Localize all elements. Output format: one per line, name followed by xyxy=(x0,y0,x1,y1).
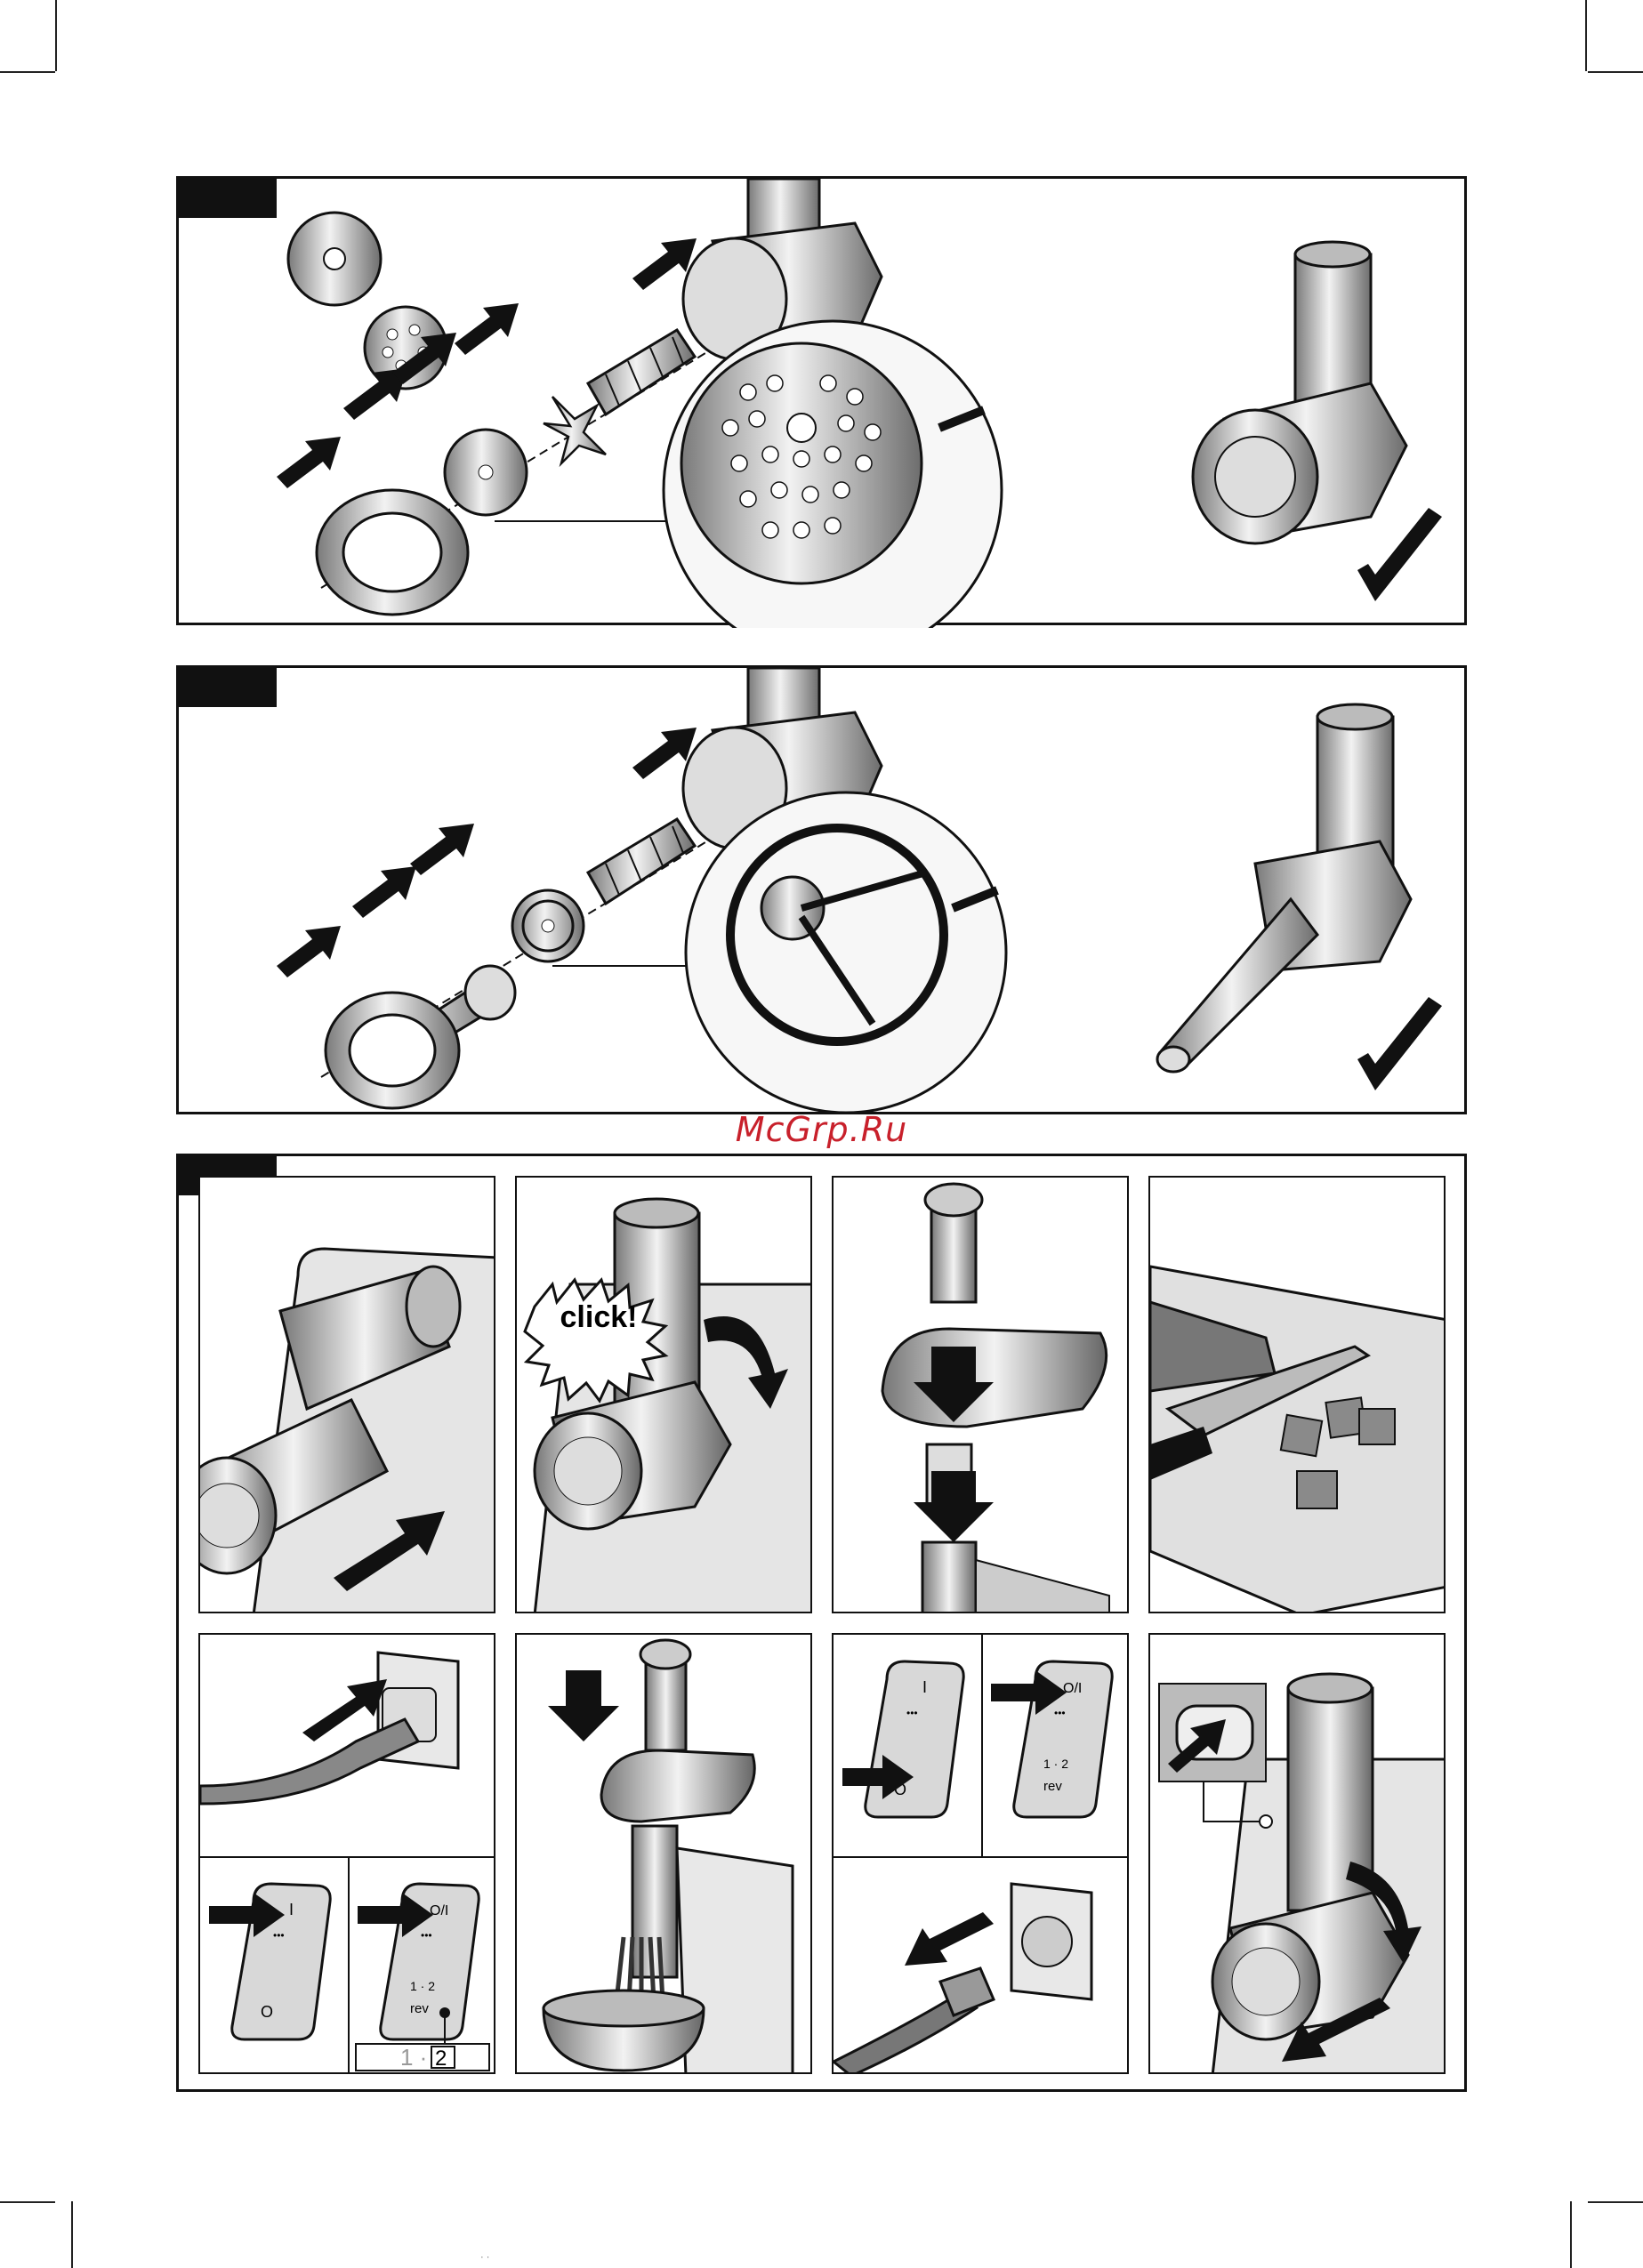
checkmark-icon xyxy=(1357,997,1442,1090)
feed-screw-icon xyxy=(588,819,695,904)
switch-label-off: O xyxy=(261,2003,273,2021)
sausage-assembly-illustration xyxy=(179,668,1470,1117)
switch-label-rev: rev xyxy=(410,2001,429,2016)
footer-code: · · xyxy=(480,2252,489,2263)
pull-arrow-icon xyxy=(905,1912,994,1966)
cut-meat-illustration xyxy=(1150,1178,1446,1613)
insert-tray-illustration xyxy=(834,1178,1129,1613)
power-switch-off-icon: I ••• O xyxy=(842,1661,963,1817)
crop-mark-bl-h xyxy=(0,2201,55,2203)
plug-in-illustration: I ••• O O/I ••• 1 · 2 rev 1 · 2 xyxy=(200,1635,495,2074)
assembled-sausage-filler-icon xyxy=(1157,704,1411,1072)
detail-zoom-icon xyxy=(664,321,1002,628)
spacer-disc-icon xyxy=(512,890,584,961)
step-plug-in: I ••• O O/I ••• 1 · 2 rev 1 · 2 xyxy=(198,1633,495,2074)
power-switch-on-icon: O/I ••• 1 · 2 rev xyxy=(358,1884,479,2044)
step-lock-mincer: click! xyxy=(515,1176,812,1613)
panel-usage-steps: click! xyxy=(176,1154,1467,2092)
switch-label-speed: 1 · 2 xyxy=(1043,1757,1068,1771)
panel-mincer-assembly xyxy=(176,176,1467,625)
crop-mark-tr-h xyxy=(1588,71,1643,73)
ring-nut-icon xyxy=(317,490,468,615)
release-mincer-illustration xyxy=(1150,1635,1446,2074)
watermark: McGrp.Ru xyxy=(0,1110,1643,1149)
switch-label-on: I xyxy=(289,1901,294,1918)
checkmark-icon xyxy=(1357,508,1442,601)
switch-label-speed: 1 · 2 xyxy=(410,1979,435,1993)
down-arrow-icon xyxy=(548,1670,619,1741)
speed-indicator-2: 2 xyxy=(435,2047,447,2071)
click-label: click! xyxy=(560,1300,638,1334)
assembled-mincer-icon xyxy=(1193,242,1406,543)
crop-mark-br-h xyxy=(1588,2201,1643,2203)
switch-dots: ••• xyxy=(1054,1707,1066,1719)
crop-mark-tl-v xyxy=(55,0,57,71)
lock-mincer-illustration: click! xyxy=(517,1178,812,1613)
step-mincing xyxy=(515,1633,812,2074)
switch-label-onoff: O/I xyxy=(1063,1681,1082,1696)
crop-mark-tl-h xyxy=(0,71,55,73)
switch-label-rev: rev xyxy=(1043,1779,1062,1794)
speed-indicator-1: 1 · xyxy=(400,2044,427,2071)
switch-off-illustration: I ••• O O/I ••• 1 · 2 rev xyxy=(834,1635,1129,2074)
switch-dots: ••• xyxy=(906,1707,918,1719)
step-release-mincer xyxy=(1148,1633,1446,2074)
sausage-nozzle-icon xyxy=(326,966,515,1108)
step-insert-tray xyxy=(832,1176,1129,1613)
switch-label-on: I xyxy=(922,1678,927,1696)
switch-dots: ••• xyxy=(421,1929,432,1942)
panel-sausage-assembly xyxy=(176,665,1467,1114)
crop-mark-tr-v xyxy=(1585,0,1587,71)
step-attach-mincer xyxy=(198,1176,495,1613)
feed-screw-icon xyxy=(588,330,695,414)
switch-dots: ••• xyxy=(273,1929,285,1942)
fine-disc-icon xyxy=(288,213,381,305)
cutting-blade-icon xyxy=(544,397,606,463)
crop-mark-bl-v xyxy=(71,2201,73,2268)
mincer-assembly-illustration xyxy=(179,179,1470,628)
detail-zoom-icon xyxy=(686,792,1006,1113)
step-cut-meat xyxy=(1148,1176,1446,1613)
crop-mark-br-v xyxy=(1570,2201,1572,2268)
power-switch-on-icon: O/I ••• 1 · 2 rev xyxy=(991,1661,1112,1817)
switch-label-onoff: O/I xyxy=(430,1903,448,1918)
mounted-disc-icon xyxy=(445,430,527,515)
attach-mincer-illustration xyxy=(200,1178,495,1613)
mincing-illustration xyxy=(517,1635,812,2074)
step-switch-off-unplug: I ••• O O/I ••• 1 · 2 rev xyxy=(832,1633,1129,2074)
power-switch-off-icon: I ••• O xyxy=(209,1884,330,2039)
